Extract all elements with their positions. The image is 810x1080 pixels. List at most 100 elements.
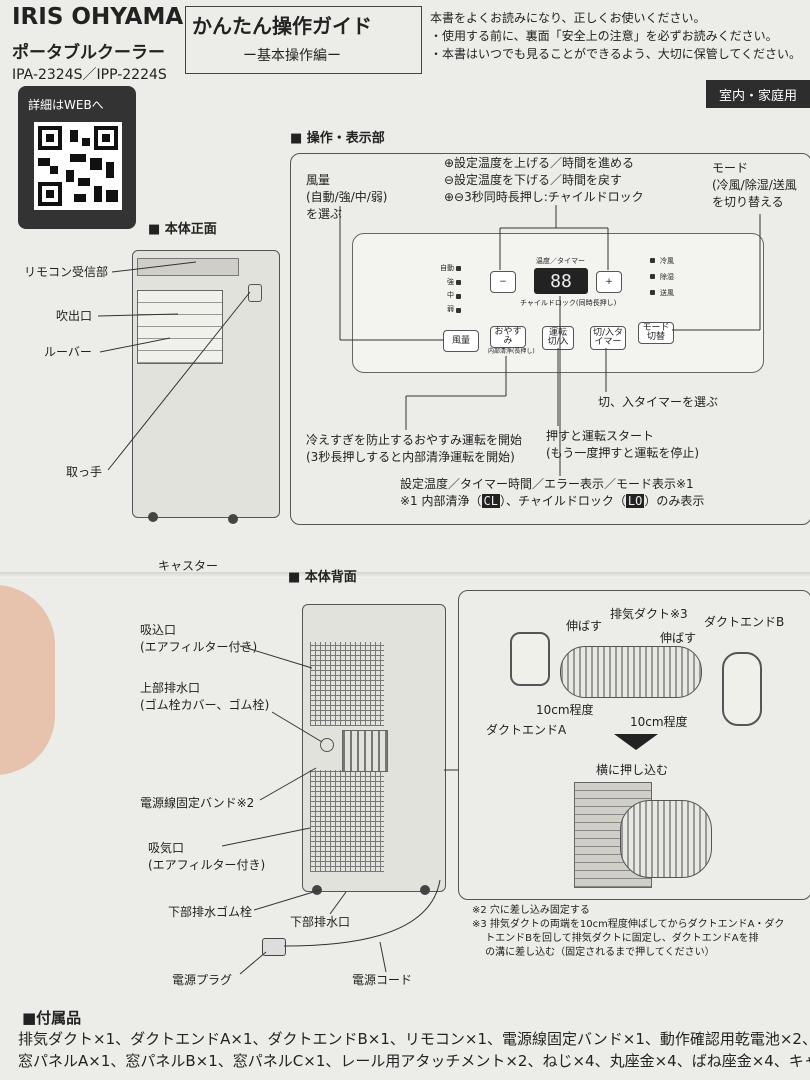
web-label: 詳細はWEBへ: [28, 98, 104, 112]
panel-section-title: ■ 操作・表示部: [290, 131, 385, 146]
label-louver: ルーバー: [44, 345, 92, 359]
label-line: (エアフィルター付き): [140, 640, 258, 654]
footnote-text: ）、チャイルドロック（: [499, 494, 626, 508]
accessories-line: 窓パネルA×1、窓パネルB×1、窓パネルC×1、レール用アタッチメント×2、ねじ…: [18, 1052, 810, 1070]
label-lower-drain-plug: 下部排水ゴム栓: [168, 905, 253, 919]
fan-button[interactable]: 風量: [443, 330, 479, 352]
note-line: ⊕設定温度を上げる／時間を進める: [444, 156, 635, 170]
fan-led-icon: [456, 280, 461, 285]
note-line: (3秒長押しすると内部清浄運転を開始): [306, 450, 515, 464]
duct-inserted-illustration: [620, 800, 712, 878]
accessories-list: 排気ダクト×1、ダクトエンドA×1、ダクトエンドB×1、リモコン×1、電源線固定…: [18, 1028, 810, 1072]
hand-holding-sheet: [0, 585, 55, 775]
label-line: (ゴム栓カバー、ゴム栓): [140, 698, 270, 712]
label-line: 吸気口: [148, 841, 185, 855]
panel-diagram-box: [290, 153, 810, 525]
label-caster: キャスター: [158, 559, 219, 573]
down-arrow-icon: [614, 734, 658, 750]
lower-intake-grille: [310, 770, 384, 872]
caster-wheel-icon: [148, 512, 158, 522]
label-remote-receiver: リモコン受信部: [24, 265, 109, 279]
fan-level: 弱: [447, 304, 454, 313]
caster-wheel-icon: [312, 885, 322, 895]
plus-button[interactable]: +: [596, 271, 622, 293]
label-lower-drain: 下部排水口: [290, 915, 351, 929]
label-power-cord: 電源コード: [352, 973, 413, 987]
mode-button[interactable]: モード切替: [638, 322, 674, 344]
mode-item: 冷風: [660, 257, 674, 265]
upper-drain-icon: [320, 738, 334, 752]
label-duct-end-a: ダクトエンドA: [486, 723, 567, 737]
intro-line: ・使用する前に、裏面「安全上の注意」を必ずお読みください。: [430, 29, 778, 43]
front-section-title: ■ 本体正面: [148, 222, 217, 237]
label-push-side: 横に押し込む: [596, 763, 669, 777]
temp-note: ⊕設定温度を上げる／時間を進める ⊖設定温度を下げる／時間を戻す ⊕⊖3秒同時長…: [444, 155, 644, 206]
brand-logo: IRIS OHYAMA: [12, 4, 184, 30]
mode-list: 冷風 除湿 送風: [660, 253, 674, 301]
note-line: を切り替える: [712, 195, 784, 209]
timer-note: 切、入タイマーを選ぶ: [598, 395, 719, 409]
exhaust-port: [342, 730, 388, 772]
label-extend-right: 伸ばす: [660, 631, 697, 645]
footnote-text: ）のみ表示: [644, 494, 705, 508]
note-line: 押すと運転スタート: [546, 429, 655, 443]
mode-note: モード (冷風/除湿/送風 を切り替える: [712, 160, 797, 211]
duct-end-a-icon: [510, 632, 550, 686]
duct-diagram-box: [458, 590, 810, 900]
mode-item: 除湿: [660, 273, 674, 281]
footnote-line: ※3 排気ダクトの両端を10cm程度伸ばしてからダクトエンドA・ダク: [472, 919, 785, 930]
sleep-button[interactable]: おやすみ: [490, 326, 526, 348]
footnote-line: の溝に差し込む（固定されるまで押してください）: [472, 947, 715, 958]
fan-note: 風量 (自動/強/中/弱) を選ぶ: [306, 172, 388, 223]
mode-led-icon: [650, 290, 655, 295]
label-intake-top: 吸込口 (エアフィルター付き): [140, 622, 257, 656]
guide-title: かんたん操作ガイド: [192, 14, 372, 38]
footnotes: ※2 穴に差し込み固定する ※3 排気ダクトの両端を10cm程度伸ばしてからダク…: [472, 904, 784, 960]
qr-code-icon[interactable]: [34, 122, 122, 210]
timer-button[interactable]: 切/入タイマー: [590, 326, 626, 350]
duct-end-b-icon: [722, 652, 762, 726]
guide-subtitle: ー基本操作編ー: [243, 48, 341, 64]
display-note: 設定温度／タイマー時間／エラー表示／モード表示※1: [400, 477, 694, 491]
model-numbers: IPA-2324S／IPP-2224S: [12, 67, 167, 83]
fan-level-list: 自動 強 中 弱: [440, 262, 454, 316]
mode-item: 送風: [660, 289, 674, 297]
footnote-line: トエンドBを回して排気ダクトに固定し、ダクトエンドAを排: [472, 933, 759, 944]
mode-led-icon: [650, 258, 655, 263]
label-cord-band: 電源線固定バンド※2: [140, 796, 255, 810]
run-note: 押すと運転スタート (もう一度押すと運転を停止): [546, 428, 699, 462]
run-button[interactable]: 運転切/入: [542, 326, 574, 350]
display-footnote: ※1 内部清浄（CL）、チャイルドロック（LO）のみ表示: [400, 493, 704, 510]
label-handle: 取っ手: [66, 465, 103, 479]
accessories-title: ■付属品: [22, 1009, 82, 1027]
note-line: モード: [712, 161, 749, 175]
label-power-plug: 電源プラグ: [172, 973, 233, 987]
label-upper-drain: 上部排水口 (ゴム栓カバー、ゴム栓): [140, 680, 269, 714]
fan-led-icon: [456, 308, 461, 313]
label-extend-left: 伸ばす: [566, 619, 603, 633]
label-intake-bottom: 吸気口 (エアフィルター付き): [148, 840, 265, 874]
fan-level: 自動: [440, 264, 454, 272]
fan-led-icon: [456, 294, 461, 299]
lo-indicator: LO: [625, 494, 645, 508]
caster-wheel-icon: [228, 514, 238, 524]
sleep-note: 冷えすぎを防止するおやすみ運転を開始 (3秒長押しすると内部清浄運転を開始): [306, 432, 522, 466]
exhaust-duct-hose: [560, 646, 702, 698]
note-line: を選ぶ: [306, 207, 343, 221]
paper-fold: [0, 572, 810, 578]
remote-receiver-area: [137, 258, 239, 276]
guide-title-box: [185, 6, 422, 74]
note-line: (もう一度押すと運転を停止): [546, 446, 700, 460]
mode-led-icon: [650, 274, 655, 279]
product-name: ポータブルクーラー: [12, 43, 165, 63]
note-line: ⊖設定温度を下げる／時間を戻す: [444, 173, 623, 187]
label-outlet: 吹出口: [56, 309, 93, 323]
intro-line: 本書をよくお読みになり、正しくお使いください。: [430, 11, 706, 25]
footnote-line: ※2 穴に差し込み固定する: [472, 905, 590, 916]
note-line: (自動/強/中/弱): [306, 190, 388, 204]
note-line: 冷えすぎを防止するおやすみ運転を開始: [306, 433, 523, 447]
minus-button[interactable]: −: [490, 271, 516, 293]
footnote-text: ※1 内部清浄（: [400, 494, 482, 508]
indoor-use-badge: 室内・家庭用: [706, 80, 810, 108]
